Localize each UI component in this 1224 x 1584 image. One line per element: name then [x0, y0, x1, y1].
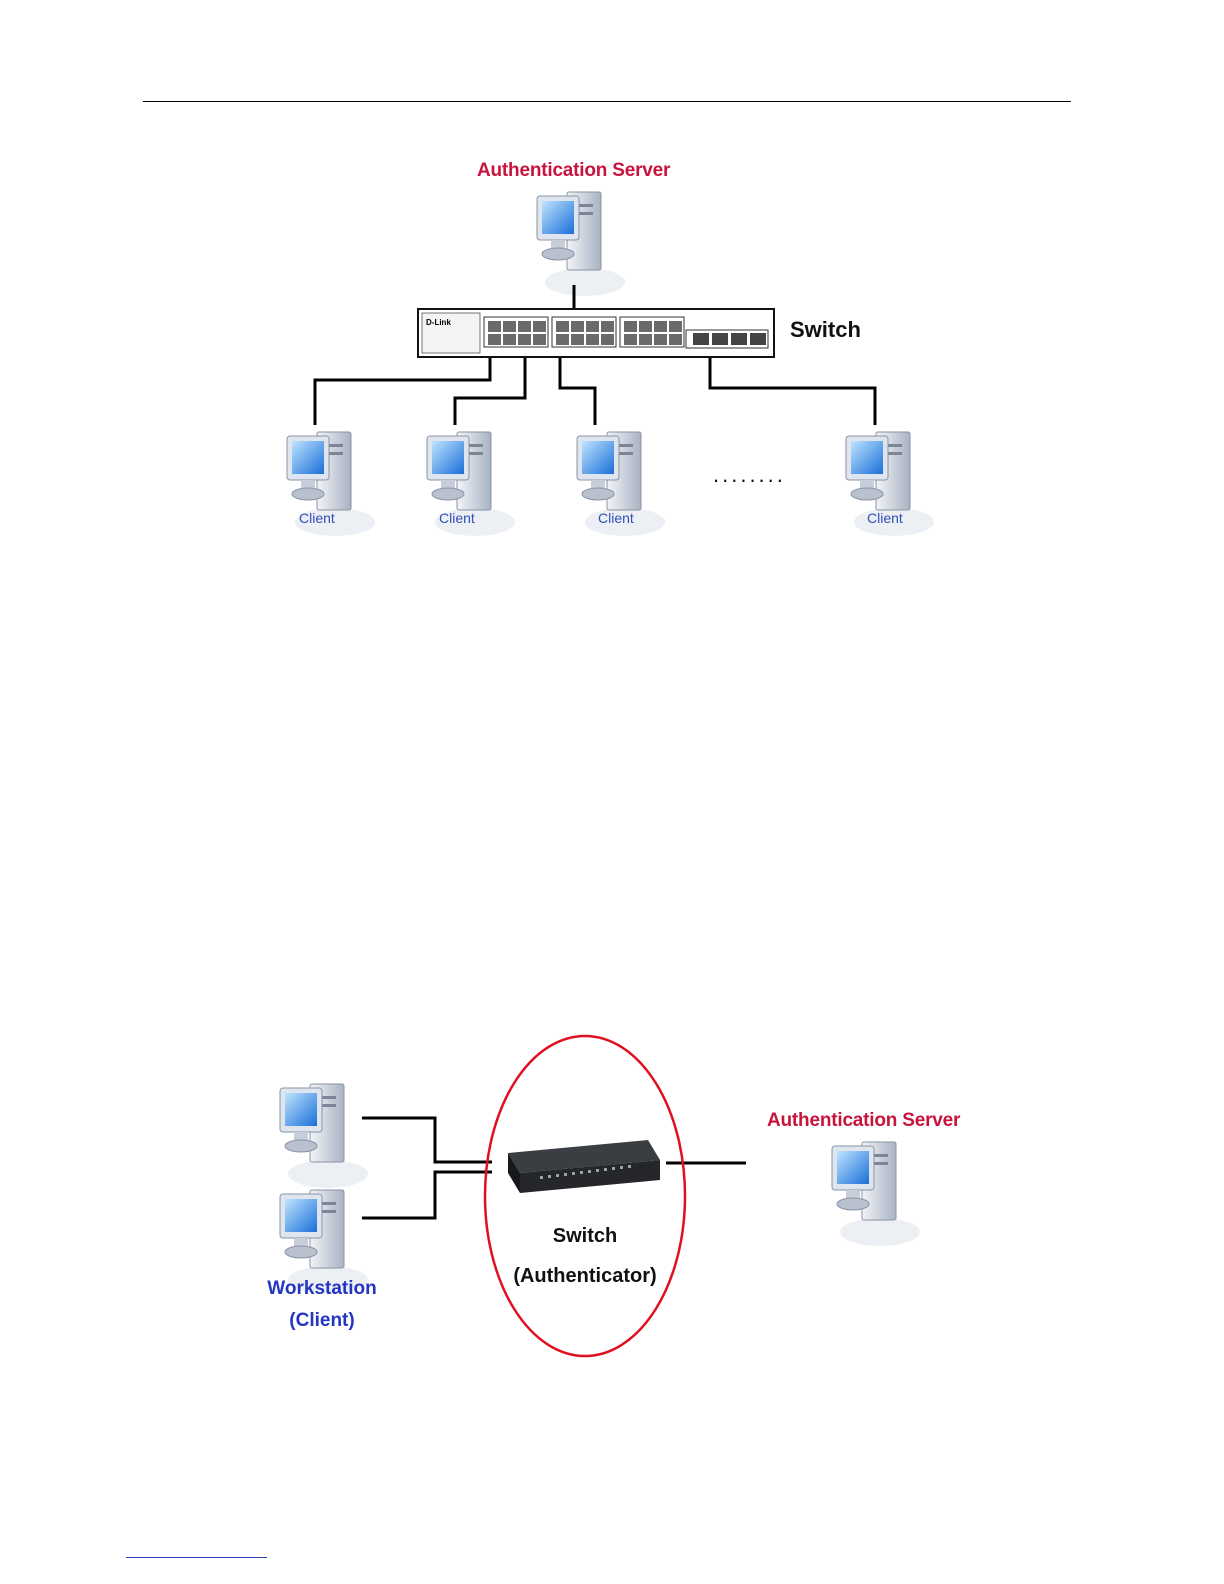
authenticator-highlight-ellipse: [485, 1036, 685, 1356]
workstation-client-label: (Client): [252, 1310, 392, 1332]
diagram-2: Switch (Authenticator) Authentication Se…: [0, 1000, 1224, 1400]
workstation-computer-icon: [280, 1084, 368, 1188]
diagram-1: Authentication Server: [0, 0, 1224, 560]
client-label: Client: [299, 510, 335, 526]
client-label: Client: [598, 510, 634, 526]
auth-server-computer-icon: [832, 1142, 920, 1246]
workstation-label: Workstation: [252, 1278, 392, 1300]
switch-device-icon: [508, 1140, 660, 1193]
switch-label: Switch: [535, 1225, 635, 1248]
auth-server-label: Authentication Server: [767, 1110, 960, 1132]
diagram-2-graphics: [0, 1000, 1224, 1400]
more-clients-ellipsis: ........: [713, 462, 786, 488]
authenticator-label: (Authenticator): [500, 1265, 670, 1288]
client-label: Client: [867, 510, 903, 526]
footer-link-rule: [126, 1557, 267, 1558]
client-computers: [0, 0, 1224, 560]
client-label: Client: [439, 510, 475, 526]
